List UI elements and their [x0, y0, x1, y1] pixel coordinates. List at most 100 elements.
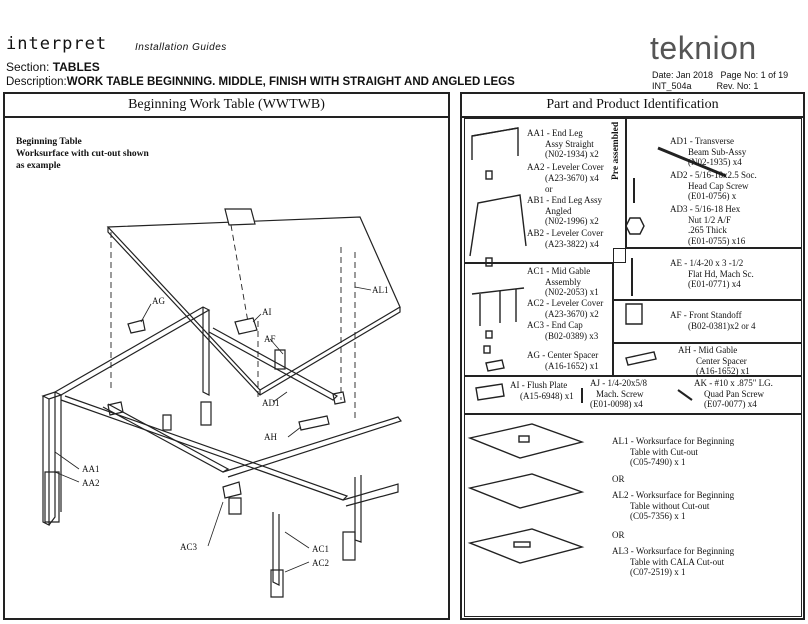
ab1-line-3: (N02-1996) x2 [545, 216, 599, 226]
worksurface-cutout-icon [467, 423, 585, 459]
aa1-line-3: (N02-1934) x2 [545, 149, 599, 159]
callout-ac2: AC2 [312, 558, 330, 568]
aj-line-1: AJ - 1/4-20x5/8 [590, 378, 647, 388]
aa2-line-1: AA2 - Leveler Cover [527, 162, 604, 172]
parts-panel-title: Part and Product Identification [462, 94, 803, 118]
table-assembly-drawing [41, 208, 402, 598]
label-ac2: AC2 - Leveler Cover(A23-3670) x2 [527, 298, 603, 319]
note-title: Beginning Table [16, 137, 82, 147]
assembly-panel: Beginning Work Table (WWTWB) [3, 92, 450, 620]
callout-ah: AH [264, 432, 277, 442]
parts-panel: Part and Product Identification [460, 92, 805, 620]
ad3-line-4: (E01-0755) x16 [688, 235, 746, 246]
label-af: AF - Front Standoff(B02-0381)x2 or 4 [670, 310, 756, 331]
ac2-line-2: (A23-3670) x2 [545, 308, 599, 319]
ac1-line-2: Assembly [545, 276, 581, 287]
callout-ac3: AC3 [180, 542, 198, 552]
af-line-2: (B02-0381)x2 or 4 [688, 320, 756, 331]
ad2-line-1: AD2 - 5/16-18x2.5 Soc. [670, 170, 757, 180]
transverse-beam-front [60, 395, 349, 501]
label-ai: AI - Flush Plate(A15-6948) x1 [510, 380, 574, 401]
cell-worksurfaces [464, 414, 802, 617]
label-or-3: OR [612, 530, 625, 540]
leveler-cover-icon [485, 170, 493, 180]
ai-line-1: AI - Flush Plate [510, 380, 568, 390]
ac3-line-2: (B02-0389) x3 [545, 330, 599, 341]
ae-line-2: Flat Hd, Mach Sc. [688, 268, 754, 279]
teknion-logo: teknion [650, 30, 757, 66]
label-or-1: or [545, 184, 553, 194]
label-aa2: AA2 - Leveler Cover(A23-3670) x4 [527, 162, 604, 183]
date-page-line: Date: Jan 2018 Page No: 1 of 19 [652, 70, 789, 80]
front-standoff-icon [625, 303, 643, 325]
callout-ac1: AC1 [312, 544, 330, 554]
end-leg-straight-icon [471, 127, 519, 160]
mid-gable-spacer-icon [625, 351, 657, 366]
brand-name: interpret [6, 34, 108, 54]
flush-plate-part [234, 317, 258, 335]
description-value: WORK TABLE BEGINNING. MIDDLE, FINISH WIT… [66, 76, 515, 88]
cell-end-legs [464, 118, 626, 263]
aj-line-2: Mach. Screw [596, 388, 644, 399]
cell-af [613, 300, 802, 343]
label-ak: AK - #10 x .875" LG.Quad Pan Screw(E07-0… [694, 378, 773, 410]
al3-line-2: Table with CALA Cut-out [630, 556, 725, 567]
aa1-line-2: Assy Straight [545, 138, 594, 149]
mid-gable-rail [222, 416, 402, 478]
note-line-1: Worksurface with cut-out shown [16, 149, 149, 159]
ab1-line-1: AB1 - End Leg Assy [527, 195, 602, 205]
label-ad2: AD2 - 5/16-18x2.5 Soc.Head Cap Screw(E01… [670, 170, 757, 202]
ag-line-2: (A16-1652) x1 [545, 360, 599, 371]
section-line: Section: TABLES [6, 60, 100, 74]
ai-line-2: (A15-6948) x1 [520, 390, 574, 401]
ae-line-3: (E01-0771) x4 [688, 279, 741, 289]
ac1-line-3: (N02-2053) x1 [545, 287, 599, 297]
worksurface-cala-icon [467, 528, 585, 564]
ac1-line-1: AC1 - Mid Gable [527, 266, 591, 276]
aj-line-3: (E01-0098) x4 [590, 399, 643, 409]
mid-gable-spacer-part [298, 415, 330, 431]
callout-aa2: AA2 [82, 478, 100, 488]
end-leg-angled-icon [469, 194, 527, 257]
ac3-line-1: AC3 - End Cap [527, 320, 583, 330]
flush-plate-icon [475, 383, 505, 401]
ab2-line-2: (A23-3822) x4 [545, 238, 599, 249]
center-spacer-part [127, 319, 146, 334]
front-standoff-part [274, 349, 286, 370]
ad2-line-3: (E01-0756) x [688, 191, 737, 201]
end-leg-left-top [41, 391, 63, 400]
mid-beam [102, 403, 230, 473]
cell-ae [613, 248, 802, 300]
ag-line-1: AG - Center Spacer [527, 350, 599, 360]
al2-line-1: AL2 - Worksurface for Beginning [612, 490, 735, 500]
description-label: Description: [6, 76, 67, 88]
cell-transverse-beam [626, 118, 802, 248]
af-line-1: AF - Front Standoff [670, 310, 742, 320]
callout-aa1: AA1 [82, 464, 100, 474]
label-ab2: AB2 - Leveler Cover(A23-3822) x4 [527, 228, 603, 249]
al3-line-3: (C07-2519) x 1 [630, 567, 686, 577]
ad3-line-3: .265 Thick [688, 225, 727, 235]
worksurface-cutout [224, 208, 256, 226]
ah-line-2: Center Spacer [696, 355, 747, 366]
ad1-line-3: (N02-1935) x4 [688, 157, 742, 167]
cell-mid-gable [464, 263, 613, 376]
ak-line-2: Quad Pan Screw [704, 388, 764, 399]
ab1-line-2: Angled [545, 205, 572, 216]
ad1-line-2: Beam Sub-Assy [688, 146, 747, 157]
cell-ah [613, 343, 802, 376]
callout-af: AF [264, 334, 276, 344]
end-leg-top-rail [54, 306, 211, 396]
center-spacer-icon [485, 359, 505, 372]
cell-ai-aj-ak [464, 376, 802, 414]
label-or-2: OR [612, 474, 625, 484]
callout-ai: AI [262, 307, 272, 317]
description-line: Description:WORK TABLE BEGINNING. MIDDLE… [6, 76, 515, 88]
ah-line-1: AH - Mid Gable [678, 345, 738, 355]
al2-line-3: (C05-7356) x 1 [630, 511, 686, 521]
